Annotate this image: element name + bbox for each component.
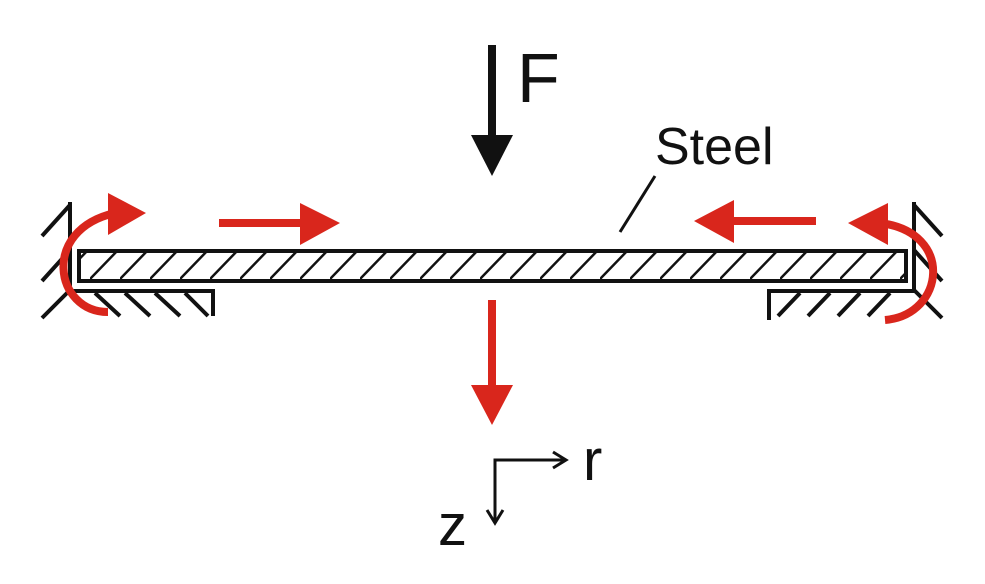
right-moment-arrow-icon (848, 203, 938, 324)
force-arrow-icon (471, 45, 513, 176)
z-axis-label: z (438, 493, 467, 558)
left-moment-arrow-icon (59, 193, 146, 316)
steel-plate (77, 249, 908, 283)
left-radial-arrow-icon (219, 203, 340, 245)
r-axis-label: r (583, 428, 602, 493)
right-clamp-support (767, 202, 944, 320)
deflection-arrow-icon (471, 300, 513, 425)
coordinate-axes (485, 450, 569, 526)
material-leader-line (618, 175, 657, 233)
force-label: F (517, 39, 560, 117)
right-radial-arrow-icon (694, 200, 816, 243)
material-label: Steel (655, 118, 774, 176)
